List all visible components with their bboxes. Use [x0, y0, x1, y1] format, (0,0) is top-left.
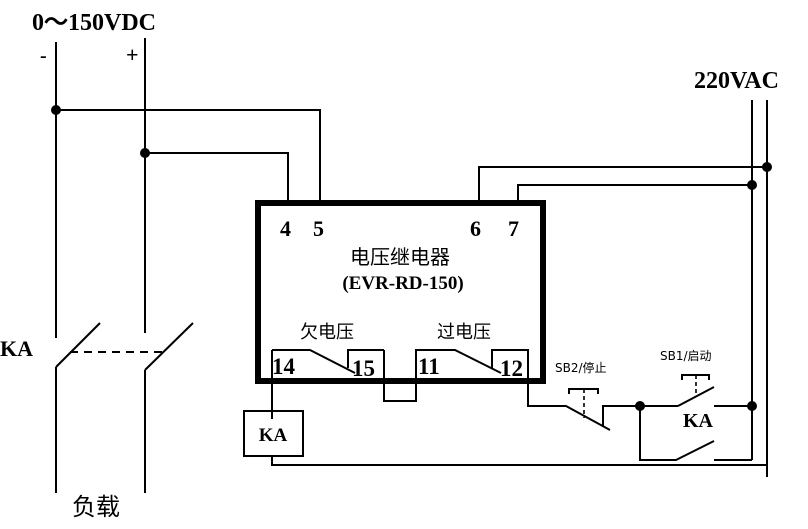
sb1-label: SB1/启动 [660, 349, 712, 363]
ka-coil [243, 410, 304, 457]
ka-holding-contact-label: KA [683, 410, 714, 432]
ac-supply-label: 220VAC [694, 68, 779, 94]
wire-terminal-6 [478, 166, 767, 205]
junction-dot [747, 401, 757, 411]
ka-main-contact [55, 322, 194, 371]
undervoltage-label: 欠电压 [300, 322, 354, 343]
ka-main-contact-label: KA [0, 336, 33, 361]
terminal-6: 6 [470, 216, 481, 241]
junction-dot [51, 105, 61, 115]
wire-coil-return [271, 456, 767, 466]
overvoltage-contact [383, 349, 611, 431]
terminal-14: 14 [272, 354, 296, 379]
sb1-start-button [677, 374, 752, 407]
terminal-7: 7 [508, 216, 519, 241]
sb2-label: SB2/停止 [555, 360, 607, 375]
load-label: 负载 [72, 493, 120, 521]
ka-coil-label: KA [259, 425, 288, 446]
terminal-11: 11 [418, 354, 440, 379]
terminal-4: 4 [280, 216, 291, 241]
relay-model: (EVR-RD-150) [342, 273, 463, 294]
terminal-12: 12 [500, 356, 523, 381]
overvoltage-label: 过电压 [437, 322, 491, 343]
dc-minus-label: - [40, 45, 47, 67]
junction-dot [747, 180, 757, 190]
terminal-15: 15 [352, 356, 375, 381]
junction-dot [140, 148, 150, 158]
dc-plus-label: + [126, 42, 139, 67]
relay-name: 电压继电器 [350, 245, 450, 269]
undervoltage-contact [272, 349, 384, 374]
dc-supply-label: 0～150VDC [32, 10, 156, 36]
voltage-relay-box [255, 200, 546, 384]
sb2-stop-button [568, 388, 678, 427]
dc-positive-wire [140, 38, 289, 493]
terminal-5: 5 [313, 216, 324, 241]
ka-holding-contact [639, 406, 752, 461]
junction-dot [762, 162, 772, 172]
wire-terminal-7 [517, 184, 752, 205]
